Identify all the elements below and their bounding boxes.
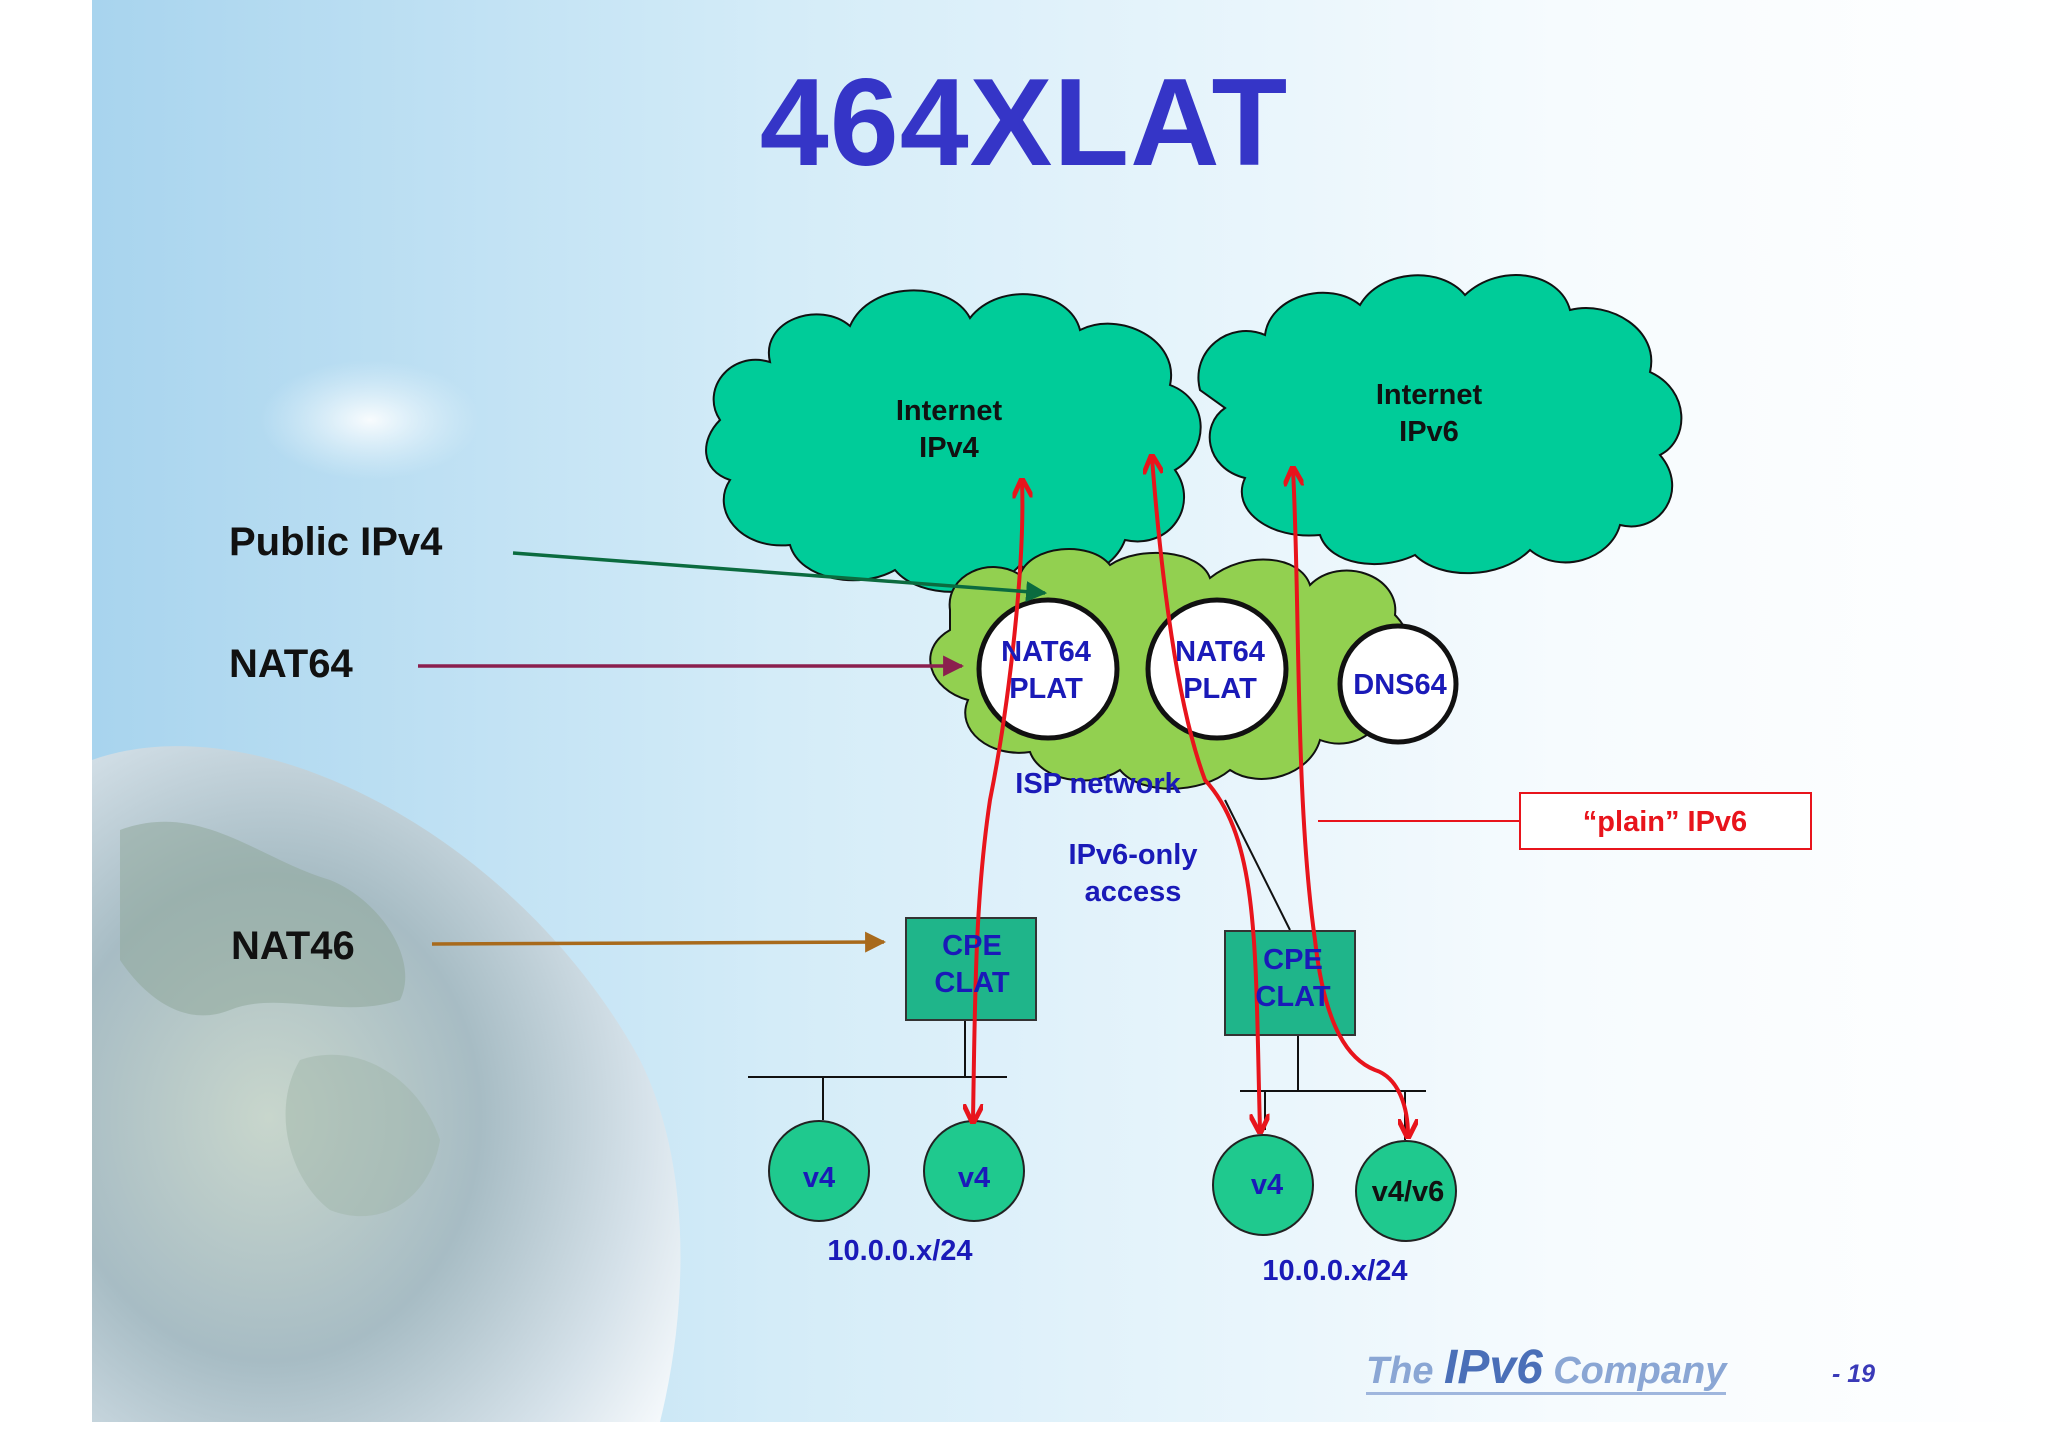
subnet-left-label: 10.0.0.x/24 xyxy=(827,1235,972,1267)
cloud-ipv4-label-line1: Internet xyxy=(896,395,1003,427)
host-left-a xyxy=(768,1120,870,1222)
plat-node-1 xyxy=(976,597,1120,741)
arrow-public-ipv4 xyxy=(512,551,1048,603)
logo-word-the: The xyxy=(1366,1350,1434,1392)
cpe-left-label-line1: CPE xyxy=(942,930,1002,962)
cloud-ipv6-label-line1: Internet xyxy=(1376,379,1483,411)
label-public-ipv4: Public IPv4 xyxy=(229,520,443,564)
plat-2-label-line2: PLAT xyxy=(1183,673,1257,705)
host-right-a xyxy=(1212,1134,1314,1236)
background-left-margin xyxy=(0,0,92,1448)
access-label-line2: access xyxy=(1085,876,1182,908)
flow-path-1 xyxy=(973,482,1022,1120)
cpe-right-label-line1: CPE xyxy=(1263,944,1323,976)
label-nat64: NAT64 xyxy=(229,642,353,686)
plat-2-label-line1: NAT64 xyxy=(1175,636,1265,668)
host-right-b-label: v4/v6 xyxy=(1372,1176,1445,1208)
plat-1-label-line1: NAT64 xyxy=(1001,636,1091,668)
plain-ipv6-callout-box xyxy=(1519,792,1812,850)
cloud-ipv6-label-line2: IPv6 xyxy=(1399,416,1459,448)
dns64-label: DNS64 xyxy=(1353,669,1447,701)
logo-word-company: Company xyxy=(1553,1350,1727,1392)
background-page xyxy=(0,1422,2048,1448)
host-left-b-label: v4 xyxy=(958,1162,990,1194)
access-label-line1: IPv6-only xyxy=(1069,839,1198,871)
logo-word-ipv6: IPv6 xyxy=(1444,1341,1543,1394)
background-earth-land-2 xyxy=(285,1054,440,1217)
arrow-nat46 xyxy=(431,931,887,953)
label-nat46: NAT46 xyxy=(231,924,355,968)
company-logo: The IPv6 Company xyxy=(1366,1340,1726,1400)
host-left-a-label: v4 xyxy=(803,1162,835,1194)
slide-title: 464XLAT xyxy=(759,54,1289,192)
plat-1-label-line2: PLAT xyxy=(1009,673,1083,705)
flow-path-3 xyxy=(1293,470,1408,1135)
page-number: - 19 xyxy=(1832,1360,1876,1388)
isp-network-label: ISP network xyxy=(1015,768,1181,800)
background-moon xyxy=(260,360,480,480)
flow-path-2 xyxy=(1152,458,1260,1130)
logo-underline xyxy=(1366,1392,1726,1395)
subnet-right-label: 10.0.0.x/24 xyxy=(1262,1255,1407,1287)
cloud-ipv4-label-line2: IPv4 xyxy=(919,432,979,464)
host-right-a-label: v4 xyxy=(1251,1169,1283,1201)
plain-ipv6-label: “plain” IPv6 xyxy=(1583,806,1747,838)
cpe-left-label-line2: CLAT xyxy=(934,967,1009,999)
cpe-right-label-line2: CLAT xyxy=(1255,981,1330,1013)
host-right-b xyxy=(1355,1140,1457,1242)
traffic-flows xyxy=(973,458,1408,1135)
background-earth-land xyxy=(120,821,406,1016)
